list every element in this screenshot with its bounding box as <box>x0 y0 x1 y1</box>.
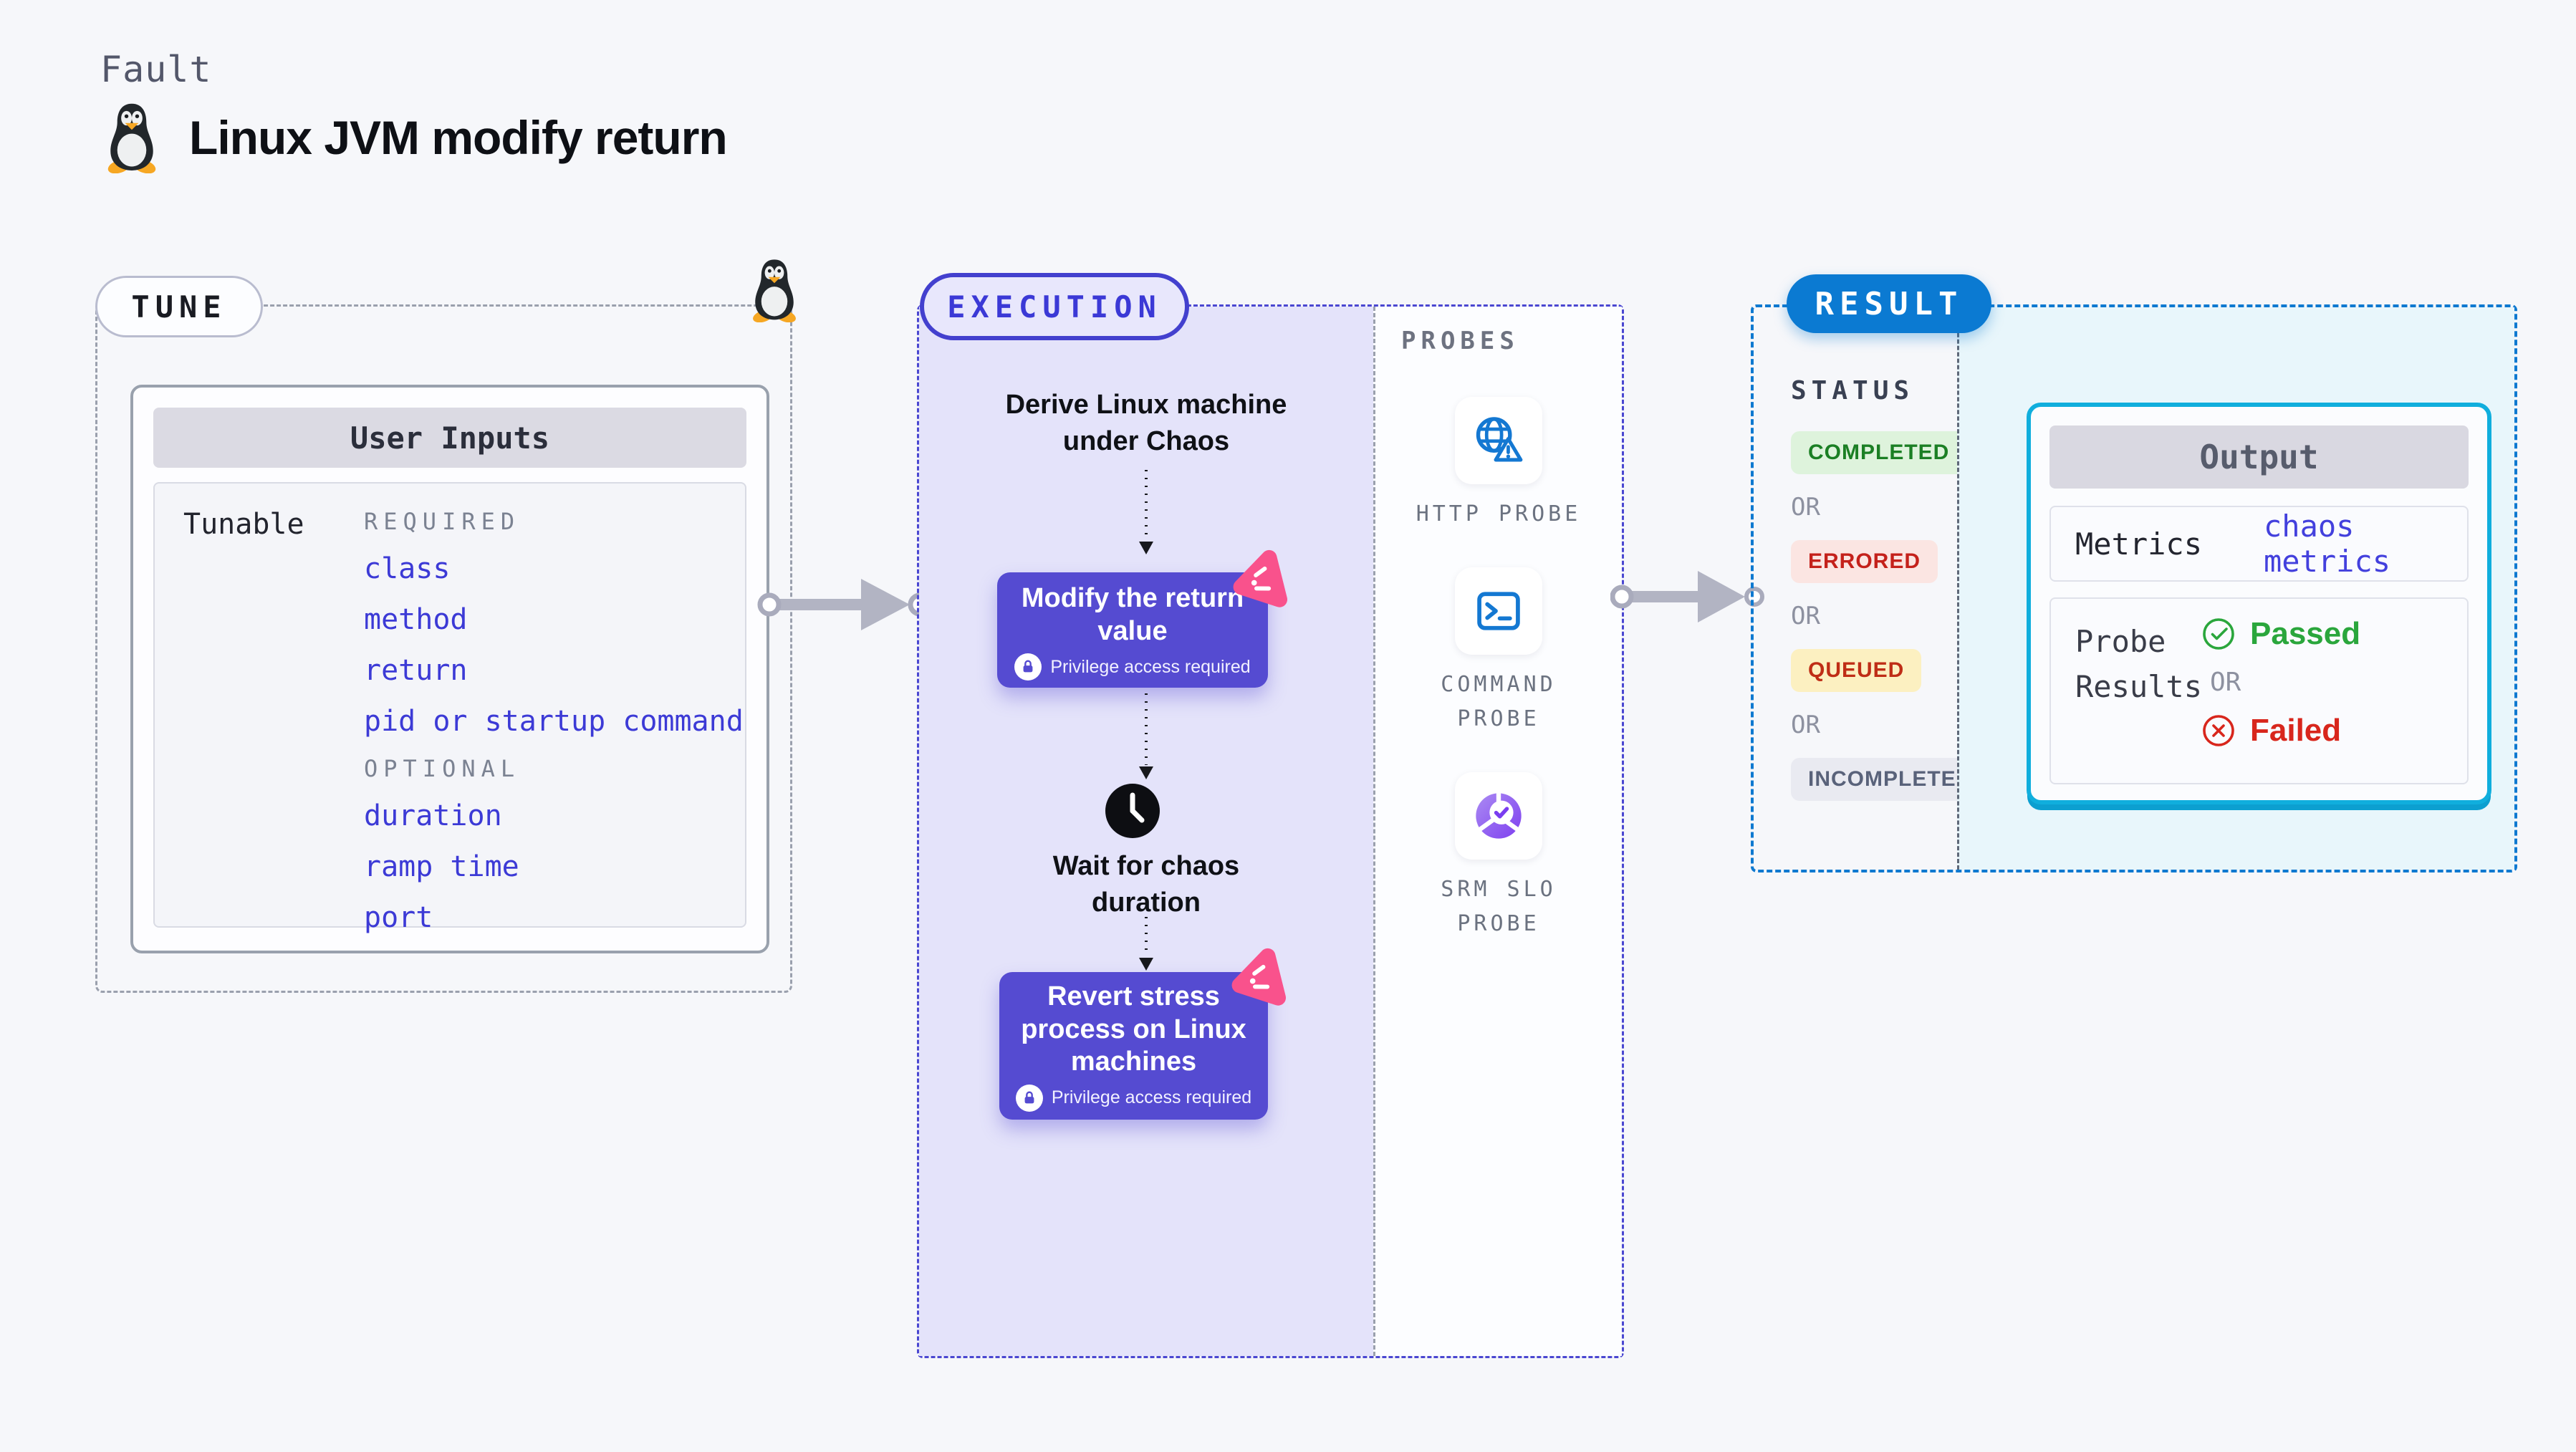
passed-result: Passed <box>2201 616 2360 652</box>
tune-section-box <box>95 304 792 993</box>
execution-section-box: Derive Linux machine under Chaos Modify … <box>917 304 1624 1358</box>
result-pill: RESULT <box>1787 274 1991 333</box>
modify-return-step: Modify the return value Privilege access… <box>997 549 1288 688</box>
revert-stress-step: Revert stress process on Linux machines … <box>999 948 1287 1120</box>
probe-results-row: Probe Results Passed OR <box>2049 597 2469 784</box>
status-badge-completed: COMPLETED <box>1791 431 1967 474</box>
flow-connector-arrow <box>1136 917 1156 972</box>
probe-name: HTTP PROBE <box>1416 501 1582 527</box>
derive-step-text: Derive Linux machine under Chaos <box>1005 390 1287 457</box>
tunable-port-link[interactable]: port <box>364 901 433 934</box>
probe-name: SRM SLO PROBE <box>1441 877 1557 936</box>
tunable-class-link[interactable]: class <box>364 552 451 585</box>
tune-pill: TUNE <box>95 276 263 337</box>
tunable-row-label: Tunable <box>183 508 304 541</box>
or-label: OR <box>1791 602 1820 630</box>
tux-penguin-icon <box>100 102 163 173</box>
http-probe-item: HTTP PROBE <box>1416 397 1582 532</box>
or-label: OR <box>2210 668 2241 697</box>
chaos-metrics-link[interactable]: chaos metrics <box>2264 509 2391 579</box>
chaos-fault-icon <box>1225 548 1294 617</box>
or-label: OR <box>1791 493 1820 521</box>
output-panel: Output Metrics chaos metrics Probe Resul… <box>1957 307 2514 870</box>
status-badge-incompleted: INCOMPLETED <box>1791 758 1990 801</box>
check-circle-icon <box>2201 617 2236 651</box>
tunable-ramp-time-link[interactable]: ramp time <box>364 850 519 883</box>
page-title: Linux JVM modify return <box>189 111 728 164</box>
privilege-badge-text: Privilege access required <box>1051 1087 1252 1108</box>
srm-slo-probe-item: SRM SLO PROBE <box>1441 772 1556 941</box>
user-inputs-title: User Inputs <box>153 408 746 468</box>
command-probe-item: COMMAND PROBE <box>1441 567 1556 736</box>
metrics-row: Metrics chaos metrics <box>2049 506 2469 582</box>
tux-penguin-icon-small <box>746 258 802 322</box>
fault-kicker: Fault <box>100 49 212 90</box>
wait-step-text: Wait for chaos duration <box>1052 851 1240 918</box>
tunable-pid-link[interactable]: pid or startup command <box>364 705 744 738</box>
failed-result: Failed <box>2201 713 2360 749</box>
tunable-duration-link[interactable]: duration <box>364 799 502 832</box>
status-badge-errored: ERRORED <box>1791 540 1938 583</box>
privilege-badge: Privilege access required <box>997 653 1268 681</box>
flow-connector-arrow <box>1136 470 1156 556</box>
x-circle-icon <box>2201 713 2236 748</box>
privilege-badge-text: Privilege access required <box>1050 656 1251 677</box>
metrics-label: Metrics <box>2075 526 2203 562</box>
terminal-icon <box>1455 567 1542 655</box>
passed-label: Passed <box>2250 616 2361 651</box>
globe-alert-icon <box>1455 397 1542 484</box>
probe-name: COMMAND PROBE <box>1441 672 1557 731</box>
status-column: STATUS COMPLETED OR ERRORED OR QUEUED OR… <box>1754 307 1990 870</box>
user-inputs-card: User Inputs Tunable REQUIRED class metho… <box>130 385 769 953</box>
or-label: OR <box>1791 711 1820 739</box>
privilege-badge: Privilege access required <box>999 1084 1268 1112</box>
probes-panel: PROBES HTTP PROBE <box>1373 307 1622 1356</box>
output-card: Output Metrics chaos metrics Probe Resul… <box>2027 403 2491 804</box>
required-label: REQUIRED <box>364 508 521 535</box>
optional-label: OPTIONAL <box>364 755 521 782</box>
result-section-box: STATUS COMPLETED OR ERRORED OR QUEUED OR… <box>1751 304 2517 872</box>
modify-step-title: Modify the return value <box>1021 583 1244 646</box>
status-badge-queued: QUEUED <box>1791 649 1922 692</box>
failed-label: Failed <box>2250 713 2342 748</box>
output-title: Output <box>2049 425 2469 489</box>
tunable-method-link[interactable]: method <box>364 603 468 636</box>
flow-connector-arrow <box>1136 693 1156 781</box>
page-header: Linux JVM modify return <box>100 102 728 173</box>
status-label: STATUS <box>1791 376 1915 405</box>
lock-icon <box>1015 1084 1043 1112</box>
probes-label: PROBES <box>1401 327 1519 355</box>
revert-step-title: Revert stress process on Linux machines <box>1021 981 1246 1077</box>
tunable-return-link[interactable]: return <box>364 654 468 687</box>
lock-icon <box>1014 653 1042 681</box>
clock-icon <box>1104 782 1161 840</box>
slo-donut-icon <box>1455 772 1542 860</box>
tunables-list: Tunable REQUIRED class method return pid… <box>153 482 746 934</box>
probe-results-label: Probe Results <box>2075 624 2203 704</box>
execution-to-result-arrow <box>1610 554 1765 640</box>
execution-flow-column: Derive Linux machine under Chaos Modify … <box>919 307 1373 1356</box>
chaos-fault-icon <box>1224 946 1292 1015</box>
execution-pill: EXECUTION <box>920 273 1189 340</box>
tune-to-execution-arrow <box>756 562 933 648</box>
